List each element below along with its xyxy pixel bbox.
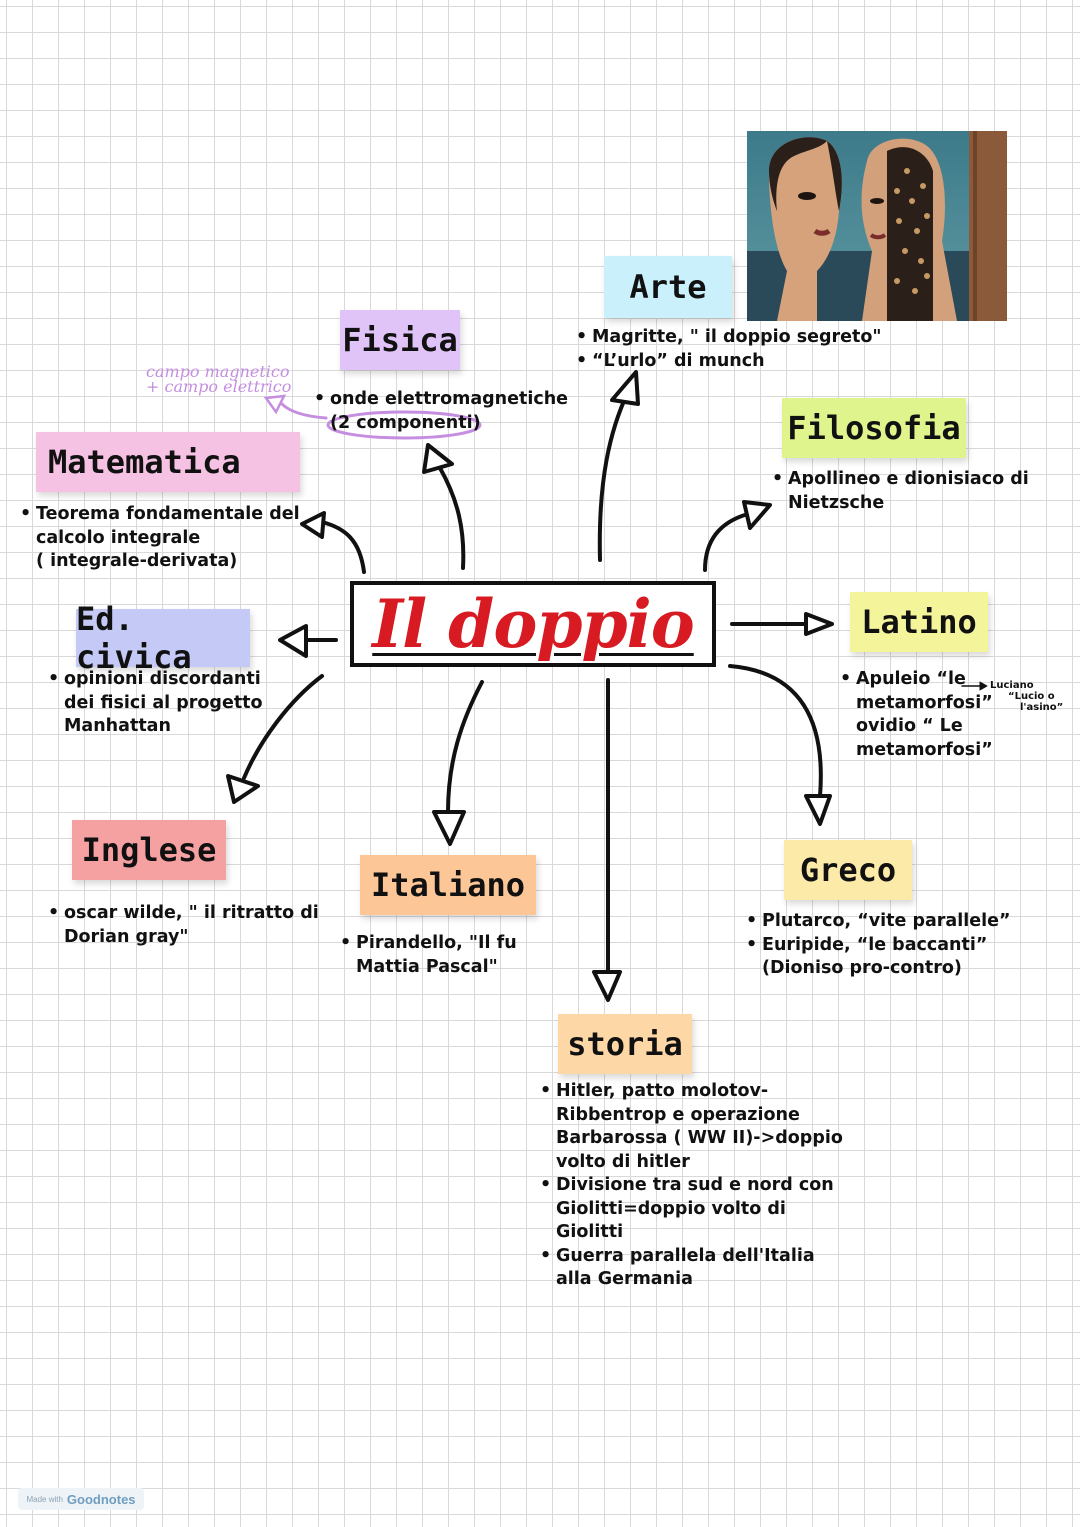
note-item: dei fisici al progetto (64, 692, 263, 713)
note-item: Plutarco, “vite parallele” (746, 910, 1042, 934)
latino-side-note: Luciano “Lucio o l'asino” (990, 680, 1070, 713)
note-item: Giolitti (556, 1222, 624, 1242)
note-item: Apollineo e dionisiaco di (772, 468, 1058, 492)
note-item: Giolitti=doppio volto di (556, 1198, 786, 1219)
note-item: (Dioniso pro-contro) (762, 958, 962, 978)
note-item: calcolo integrale (36, 527, 201, 548)
notes-fisica: onde elettromagnetiche (2 componenti) (314, 388, 610, 435)
note-item: Apuleio “le (840, 668, 1016, 692)
goodnotes-watermark: Made with Goodnotes (18, 1488, 144, 1510)
subject-edcivica: Ed. civica (76, 600, 250, 676)
note-item: metamorfosi” (856, 739, 993, 760)
subject-latino-label: Latino (861, 603, 977, 641)
subject-italiano: Italiano (360, 855, 536, 915)
subject-greco-label: Greco (799, 851, 897, 889)
notes-arte: Magritte, " il doppio segreto" “L’urlo” … (576, 326, 922, 374)
subject-edcivica-label: Ed. civica (76, 600, 192, 676)
notes-italiano: Pirandello, "Il fu Mattia Pascal" (340, 932, 556, 979)
annotation-line: + campo elettrico (146, 377, 292, 396)
note-item: “L’urlo” di munch (576, 350, 922, 374)
note-item: (2 componenti) (330, 412, 481, 433)
subject-fisica-label: Fisica (342, 321, 458, 359)
central-title-box: Il doppio (350, 581, 716, 667)
note-item: Divisione tra sud e nord con (540, 1174, 856, 1198)
notes-edcivica: opinioni discordanti dei fisici al proge… (48, 668, 304, 739)
subject-storia-label: storia (567, 1025, 683, 1063)
note-item: Barbarossa ( WW II)->doppio (556, 1128, 843, 1148)
note-item: Ribbentrop e operazione (556, 1104, 800, 1125)
note-item: Euripide, “le baccanti” (746, 934, 1042, 958)
subject-storia: storia (558, 1014, 692, 1074)
subject-italiano-label: Italiano (370, 866, 526, 904)
made-with-text: Made with (26, 1494, 63, 1504)
subject-fisica: Fisica (340, 310, 460, 370)
note-item: ( integrale-derivata) (36, 551, 238, 571)
subject-matematica-label: Matematica (48, 443, 241, 481)
note-item: oscar wilde, " il ritratto di (48, 902, 344, 926)
annotation-line: campo magnetico (146, 362, 290, 381)
subject-filosofia: Filosofia (782, 398, 966, 458)
notes-matematica: Teorema fondamentale del calcolo integra… (20, 503, 316, 574)
note-item: opinioni discordanti (48, 668, 304, 692)
note-item: alla Germania (556, 1269, 693, 1289)
subject-inglese-label: Inglese (81, 831, 217, 869)
side-note-line: l'asino” (1020, 702, 1064, 713)
fisica-annotation: campo magnetico + campo elettrico (146, 362, 316, 396)
notes-greco: Plutarco, “vite parallele” Euripide, “le… (746, 910, 1042, 981)
subject-greco: Greco (784, 840, 912, 900)
note-item: Dorian gray" (64, 926, 189, 947)
notes-inglese: oscar wilde, " il ritratto di Dorian gra… (48, 902, 344, 949)
magritte-painting-image (747, 131, 1007, 321)
notes-filosofia: Apollineo e dionisiaco di Nietzsche (772, 468, 1058, 515)
subject-inglese: Inglese (72, 820, 226, 880)
subject-matematica: Matematica (36, 432, 300, 492)
side-note-line: Luciano (990, 680, 1034, 691)
goodnotes-brand: Goodnotes (66, 1491, 136, 1507)
note-item: Teorema fondamentale del (20, 503, 316, 527)
note-item: onde elettromagnetiche (314, 388, 610, 412)
note-item: Magritte, " il doppio segreto" (576, 326, 922, 350)
subject-arte-label: Arte (629, 268, 707, 306)
central-title: Il doppio (372, 585, 694, 663)
painting-illustration (747, 131, 1007, 321)
notes-latino: Apuleio “le metamorfosi” ovidio “ Le met… (840, 668, 1016, 762)
note-item: Hitler, patto molotov- (540, 1080, 856, 1104)
note-item: Mattia Pascal" (356, 956, 498, 977)
note-item: Pirandello, "Il fu (340, 932, 556, 956)
note-item: Manhattan (64, 716, 171, 736)
side-note-line: “Lucio o (1008, 691, 1055, 702)
subject-filosofia-label: Filosofia (787, 409, 961, 447)
note-item: volto di hitler (556, 1151, 690, 1172)
note-item: Nietzsche (788, 492, 885, 513)
subject-latino: Latino (850, 592, 988, 652)
note-item: metamorfosi” (856, 692, 993, 713)
note-item: Guerra parallela dell'Italia (540, 1245, 856, 1269)
note-item: ovidio “ Le (856, 716, 963, 736)
subject-arte: Arte (604, 256, 732, 318)
notes-storia: Hitler, patto molotov- Ribbentrop e oper… (540, 1080, 856, 1292)
